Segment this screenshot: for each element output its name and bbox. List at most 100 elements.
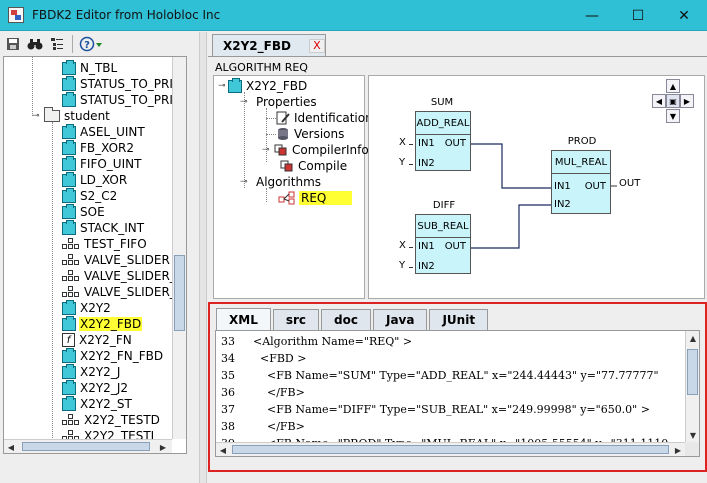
tab-src[interactable]: src: [272, 309, 320, 330]
line-number: 33: [221, 335, 235, 348]
close-button[interactable]: ✕: [678, 7, 690, 24]
tree-item-label: STATUS_TO_PRIM: [80, 77, 184, 91]
help-icon[interactable]: ?: [79, 35, 105, 53]
minimize-button[interactable]: —: [585, 7, 599, 24]
tab-xml[interactable]: XML: [216, 308, 271, 331]
scroll-down-arrow-icon[interactable]: ▼: [689, 430, 697, 440]
diff-input-y: Y: [399, 260, 406, 271]
alg-tree-properties[interactable]: ⊸ Properties: [240, 95, 317, 109]
fit-view-icon[interactable]: ▣: [666, 94, 680, 108]
tree-item-label: S2_C2: [80, 189, 118, 203]
function-block-icon: [62, 75, 76, 91]
diff-block[interactable]: SUB_REAL IN1 OUT IN2: [415, 214, 471, 274]
library-tree-hscroll-thumb[interactable]: [22, 442, 150, 451]
pan-up-icon[interactable]: ▲: [666, 79, 680, 93]
scroll-corner: [685, 442, 699, 456]
expand-toggle-icon[interactable]: ⊸: [32, 111, 40, 121]
tree-item[interactable]: S2_C2: [62, 187, 118, 204]
library-tree-hscrollbar[interactable]: ◀ ▶: [4, 439, 172, 453]
function-block-icon: [62, 363, 76, 379]
code-line: 35 <FB Name="SUM" Type="ADD_REAL" x="244…: [216, 367, 659, 384]
tree-item[interactable]: X2Y2_ST: [62, 395, 133, 412]
alg-tree-identification[interactable]: Identification: [262, 110, 374, 126]
network-icon: [62, 430, 80, 442]
tree-item[interactable]: STATUS_TO_PRIM: [62, 75, 184, 92]
find-icon[interactable]: [26, 35, 44, 53]
source-code-view[interactable]: 39 <FB Name="PROD" Type="MUL_REAL" x="10…: [215, 330, 700, 457]
tree-item[interactable]: VALVE_SLIDER_2: [62, 268, 184, 284]
tab-java[interactable]: Java: [372, 309, 428, 330]
maximize-button[interactable]: ☐: [631, 7, 645, 24]
algorithm-header: ALGORITHM REQ: [215, 61, 308, 74]
pan-left-icon[interactable]: ◀: [652, 94, 666, 108]
tree-folder[interactable]: ⊸student: [32, 107, 111, 124]
pan-down-icon[interactable]: ▼: [666, 109, 680, 123]
function-block-icon: [62, 395, 76, 411]
tree-item[interactable]: X2Y2_J: [62, 363, 121, 380]
tree-item[interactable]: LD_XOR: [62, 171, 128, 188]
alg-tree-algorithms[interactable]: ⊸ Algorithms: [240, 175, 322, 189]
code-line: 37 <FB Name="DIFF" Type="SUB_REAL" x="24…: [216, 401, 650, 418]
alg-tree-root[interactable]: ⊸ X2Y2_FBD: [218, 77, 308, 93]
tree-item[interactable]: VALVE_SLIDER: [62, 252, 171, 268]
code-hscroll-thumb[interactable]: [232, 445, 669, 454]
vertical-splitter[interactable]: [199, 32, 207, 483]
tab-junit[interactable]: JUnit: [429, 309, 489, 330]
tree-item-label: FIFO_UINT: [80, 157, 142, 171]
prod-block[interactable]: MUL_REAL IN1 OUT IN2: [551, 150, 611, 214]
sum-input-x: X: [399, 137, 406, 148]
alg-tree-compile[interactable]: Compile: [280, 158, 348, 174]
connection-wires: [471, 143, 617, 249]
function-block-icon: [62, 59, 76, 75]
tab-close-button[interactable]: X: [308, 38, 325, 53]
code-hscrollbar[interactable]: ◀ ▶: [216, 442, 685, 456]
library-tree-vscroll-thumb[interactable]: [174, 255, 185, 331]
window-title: FBDK2 Editor from Holobloc Inc: [32, 8, 221, 22]
tree-item[interactable]: X2Y2_J2: [62, 379, 129, 396]
code-text: <Algorithm Name="REQ" >: [246, 335, 413, 348]
tree-item[interactable]: X2Y2_FBD: [62, 315, 143, 332]
sum-block[interactable]: ADD_REAL IN1 OUT IN2: [415, 111, 471, 171]
alg-tree-compiler-info[interactable]: ⊸ CompilerInfo: [262, 143, 369, 157]
tree-item[interactable]: ASEL_UINT: [62, 123, 146, 140]
code-vscrollbar[interactable]: ▲ ▼: [685, 331, 699, 442]
folder-icon: [44, 107, 60, 122]
code-text: <FBD >: [246, 352, 307, 365]
scroll-left-arrow-icon[interactable]: ◀: [7, 442, 15, 452]
code-scroll-right-arrow-icon[interactable]: ▶: [674, 445, 682, 455]
code-scroll-left-arrow-icon[interactable]: ◀: [219, 445, 227, 455]
tree-item-label: N_TBL: [80, 61, 118, 75]
save-icon[interactable]: [4, 35, 22, 53]
tree-item-label: X2Y2: [80, 301, 111, 315]
tree-item[interactable]: STACK_INT: [62, 219, 145, 236]
network-icon: [62, 414, 80, 426]
line-number: 37: [221, 403, 235, 416]
library-tree-vscrollbar[interactable]: [172, 57, 186, 439]
tree-item[interactable]: N_TBL: [62, 59, 118, 76]
tree-item[interactable]: STATUS_TO_PRIM: [62, 91, 184, 108]
fbd-diagram-canvas[interactable]: SUM ADD_REAL IN1 OUT IN2 X Y DIFF SUB_RE…: [368, 75, 705, 299]
scroll-up-arrow-icon[interactable]: ▲: [689, 333, 697, 343]
function-block-icon: [62, 379, 76, 395]
tree-item[interactable]: X2Y2: [62, 299, 112, 316]
tree-item[interactable]: FB_XOR2: [62, 139, 135, 156]
tree-item[interactable]: X2Y2_TESTD: [62, 412, 161, 428]
tab-x2y2-fbd[interactable]: X2Y2_FBD X: [212, 34, 326, 56]
tree-item[interactable]: SOE: [62, 203, 106, 220]
line-number: 36: [221, 386, 235, 399]
alg-tree-req[interactable]: REQ: [278, 190, 353, 206]
tree-item[interactable]: X2Y2_FN_FBD: [62, 347, 164, 364]
tree-item[interactable]: FIFO_UINT: [62, 155, 142, 172]
scroll-right-arrow-icon[interactable]: ▶: [159, 442, 167, 452]
tree-item[interactable]: VALVE_SLIDER_F: [62, 284, 184, 300]
tab-doc[interactable]: doc: [321, 309, 371, 330]
tree-item[interactable]: TEST_FIFO: [62, 236, 148, 252]
pan-right-icon[interactable]: ▶: [680, 94, 694, 108]
code-vscroll-thumb[interactable]: [687, 349, 698, 395]
outline-icon[interactable]: [48, 35, 66, 53]
tree-item-label: VALVE_SLIDER_F: [84, 285, 183, 299]
alg-tree-versions[interactable]: Versions: [262, 126, 345, 142]
function-block-icon: [62, 155, 76, 171]
